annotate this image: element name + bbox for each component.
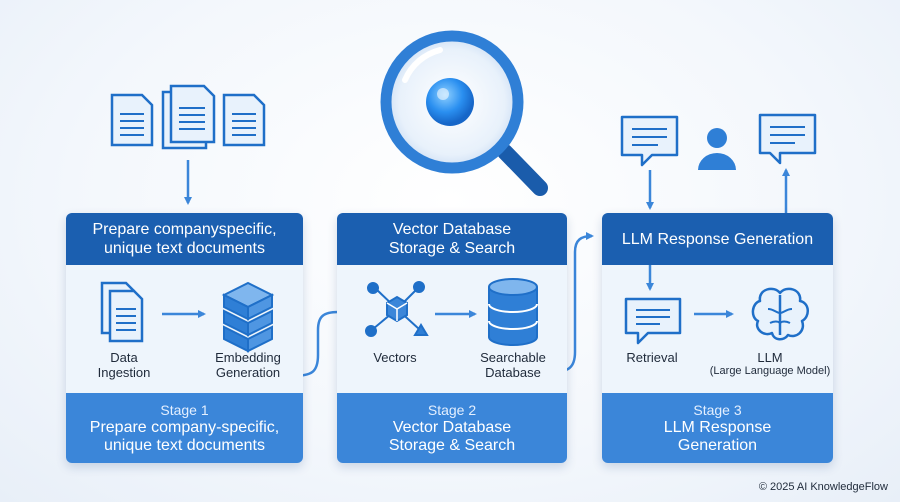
vector-network-icon [365, 281, 429, 337]
stage-footer-line: Storage & Search [388, 436, 516, 454]
stage-number: Stage 1 [160, 401, 209, 418]
user-icon [698, 128, 736, 170]
item-label-line: LLM [757, 350, 783, 365]
stage-footer: Stage 3 LLM Response Generation [602, 393, 833, 463]
documents-icon [100, 281, 144, 343]
stage-header-line: Vector Database [392, 221, 512, 238]
stage-footer: Stage 2 Vector Database Storage & Search [337, 393, 567, 463]
stage-header-line: unique text documents [104, 240, 265, 257]
item-label-line: Vectors [373, 350, 417, 365]
chat-bubble-icon [758, 113, 817, 165]
stage-card-1: Prepare companyspecific, unique text doc… [66, 213, 303, 463]
item-label-line: Retrieval [626, 350, 678, 365]
item-label-line: Generation [215, 365, 281, 380]
item-label-line: Ingestion [97, 365, 151, 380]
stage-body: Retrieval LLM (Large Language Model) [602, 265, 833, 393]
connector-stage1-to-stage2 [291, 308, 354, 378]
document-icon [222, 93, 266, 147]
stage-header-line: Storage & Search [388, 240, 516, 257]
document-icon [110, 93, 154, 147]
copyright-text: © 2025 AI KnowledgeFlow [758, 481, 888, 493]
item-label-searchable-database: Searchable Database [480, 350, 546, 380]
item-label-line: Database [485, 365, 541, 380]
stage-header-line: Prepare companyspecific, [92, 221, 277, 238]
stage-header: LLM Response Generation [602, 213, 833, 265]
magnifier-icon [380, 30, 548, 196]
stage-card-3: LLM Response Generation Retrieval LLM (L… [602, 213, 833, 463]
chat-bubble-icon [624, 297, 682, 345]
database-icon [488, 278, 538, 346]
stage-footer-line: unique text documents [104, 436, 265, 454]
stage-footer-line: Vector Database [392, 418, 512, 436]
item-label-line: Data [110, 350, 138, 365]
item-label-embedding: Embedding Generation [215, 350, 281, 380]
stage-body-icons [100, 281, 275, 353]
stage-body: Vectors Searchable Database [337, 265, 567, 393]
stage-card-2: Vector Database Storage & Search [337, 213, 567, 463]
stage-body: Data Ingestion Embedding Generation [66, 265, 303, 393]
stage-number: Stage 3 [693, 401, 742, 418]
stage-footer-line: LLM Response [663, 418, 772, 436]
item-label-data-ingestion: Data Ingestion [98, 350, 151, 380]
item-label-llm: LLM (Large Language Model) [710, 350, 830, 378]
stage-body-icons [365, 278, 538, 346]
item-label-subline: (Large Language Model) [709, 365, 831, 377]
item-label-line: Searchable [480, 350, 546, 365]
stage-header: Vector Database Storage & Search [337, 213, 567, 265]
chat-bubble-icon [620, 115, 679, 167]
stage-footer-line: Generation [677, 436, 758, 454]
item-label-retrieval: Retrieval [626, 350, 677, 365]
stage-header: Prepare companyspecific, unique text doc… [66, 213, 303, 265]
stage-number: Stage 2 [427, 401, 477, 418]
document-stack-icon [161, 84, 216, 150]
item-label-line: Embedding [215, 350, 281, 365]
brain-icon [751, 287, 809, 341]
cube-stack-icon [221, 281, 275, 353]
stage-body-icons [624, 265, 809, 345]
item-label-vectors: Vectors [373, 350, 416, 365]
stage-footer-line: Prepare company-specific, [89, 418, 280, 436]
stage-footer: Stage 1 Prepare company-specific, unique… [66, 393, 303, 463]
stage-header-line: LLM Response Generation [621, 230, 814, 248]
